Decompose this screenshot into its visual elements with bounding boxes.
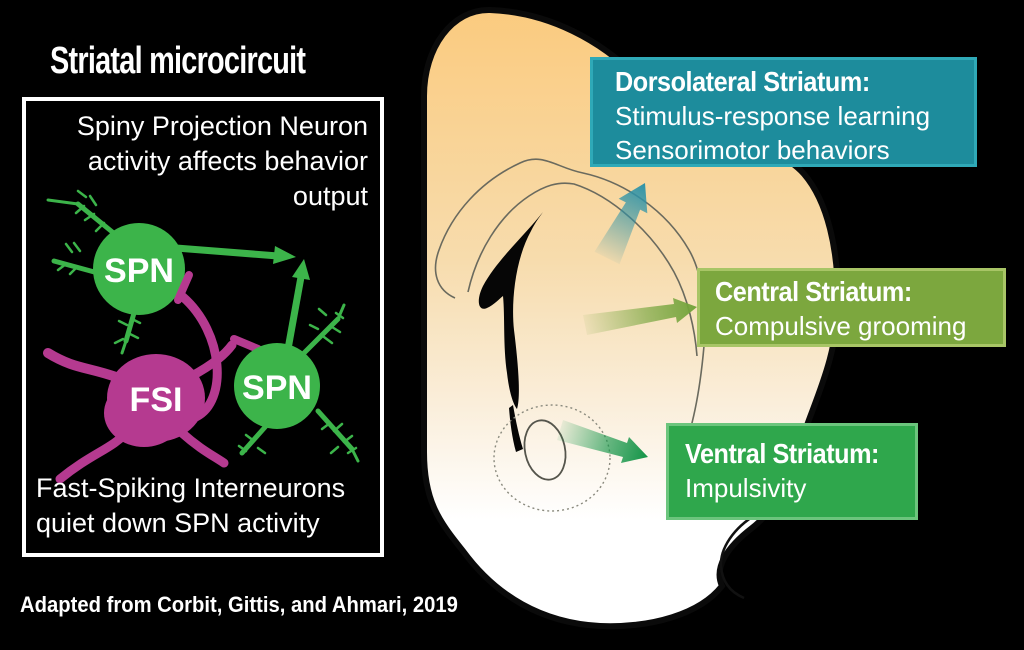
fsi-description-line: quiet down SPN activity [36, 508, 320, 538]
spn-neuron-1: SPN [46, 189, 296, 355]
microcircuit-box: SPN FSI [22, 97, 384, 557]
fsi-description: Fast-Spiking Interneurons quiet down SPN… [36, 471, 345, 541]
spn2-axon-arrow [284, 259, 310, 350]
central-striatum-label: Central Striatum: Compulsive grooming [697, 268, 1006, 347]
spn-description-line: Spiny Projection Neuron [76, 111, 368, 141]
anterior-commissure [523, 419, 567, 481]
inhibitory-synapse-1 [174, 271, 193, 304]
spn-description: Spiny Projection Neuron activity affects… [34, 109, 368, 214]
dorsolateral-line: Stimulus-response learning [615, 101, 931, 131]
spn-neuron-2: SPN [234, 259, 360, 463]
dorsolateral-striatum-label: Dorsolateral Striatum: Stimulus-response… [590, 57, 977, 167]
spn2-label: SPN [242, 369, 312, 407]
fsi-description-line: Fast-Spiking Interneurons [36, 473, 346, 503]
fsi-neuron: FSI [43, 271, 262, 484]
ventral-striatum-label: Ventral Striatum: Impulsivity [666, 423, 918, 520]
spn-description-line: output [292, 181, 368, 211]
page-title-text: Striatal microcircuit [50, 40, 306, 82]
ventral-arrow [557, 420, 648, 463]
citation: Adapted from Corbit, Gittis, and Ahmari,… [20, 592, 496, 618]
inhibitory-synapse-2 [230, 335, 262, 353]
dorsolateral-arrow [594, 183, 648, 265]
spn1-axon-arrow [175, 244, 296, 264]
ventral-heading: Ventral Striatum: [685, 438, 880, 469]
central-arrow [583, 298, 697, 335]
citation-text: Adapted from Corbit, Gittis, and Ahmari,… [20, 592, 458, 617]
fsi-label: FSI [130, 381, 183, 419]
striatum-boundary-curves [434, 158, 706, 435]
dorsolateral-line: Sensorimotor behaviors [615, 135, 890, 165]
lateral-ventricle [478, 212, 543, 452]
page-title: Striatal microcircuit [50, 40, 386, 83]
brainstem-arc [719, 512, 758, 600]
spn-description-line: activity affects behavior [87, 146, 368, 176]
nucleus-accumbens-outline [493, 404, 611, 512]
spn1-label: SPN [104, 252, 174, 290]
ventral-line: Impulsivity [685, 473, 807, 503]
central-line: Compulsive grooming [715, 311, 967, 341]
dorsolateral-heading: Dorsolateral Striatum: [615, 66, 870, 97]
central-heading: Central Striatum: [715, 276, 912, 307]
